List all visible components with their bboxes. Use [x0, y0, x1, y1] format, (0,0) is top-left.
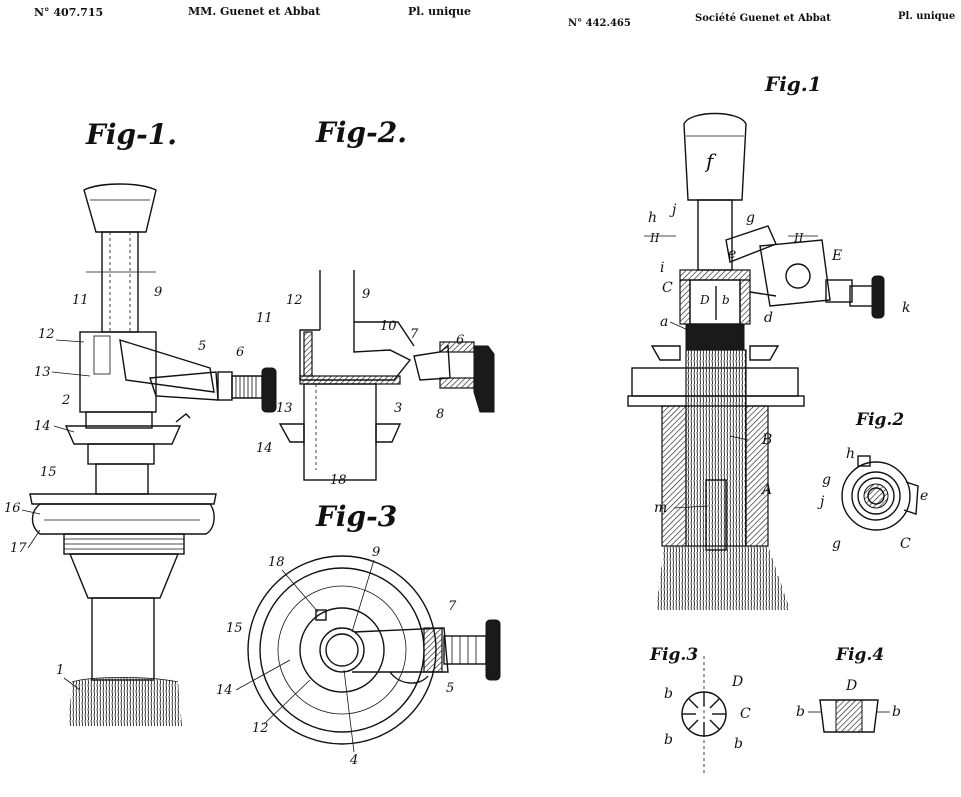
callout-j: j — [817, 494, 825, 510]
callout-h: h — [648, 210, 657, 226]
callout-12: 12 — [286, 293, 303, 308]
callout-f: f — [704, 149, 717, 173]
left-fig2-drawing — [280, 270, 494, 480]
callout-12: 12 — [38, 327, 55, 342]
callout-b-left: b — [796, 704, 805, 720]
callout-g: g — [822, 472, 831, 488]
left-fig1-callouts: 11 9 12 5 6 13 2 14 15 16 17 1 — [4, 285, 244, 690]
callout-II-left: II — [649, 231, 660, 245]
callout-C: C — [662, 280, 673, 296]
callout-a: a — [660, 314, 668, 330]
callout-9: 9 — [372, 545, 380, 560]
callout-11: 11 — [256, 311, 273, 326]
callout-D: D — [845, 678, 857, 694]
callout-5: 5 — [198, 339, 206, 354]
callout-b: b — [722, 293, 730, 307]
right-fig3-drawing — [682, 656, 726, 776]
right-fig2-drawing — [842, 456, 918, 530]
callout-15: 15 — [40, 465, 57, 480]
callout-b: b — [664, 686, 673, 702]
callout-6: 6 — [236, 345, 244, 360]
callout-e: e — [728, 246, 736, 262]
callout-4: 4 — [349, 753, 358, 768]
callout-16: 16 — [4, 501, 21, 516]
callout-A: A — [760, 482, 772, 498]
callout-7: 7 — [410, 327, 419, 342]
right-fig1-drawing — [628, 114, 884, 611]
callout-m: m — [654, 500, 667, 516]
callout-B: B — [761, 432, 772, 448]
callout-11: 11 — [72, 293, 89, 308]
callout-E: E — [831, 248, 842, 264]
callout-3: 3 — [394, 401, 402, 416]
callout-9: 9 — [154, 285, 162, 300]
callout-13: 13 — [34, 365, 51, 380]
callout-C: C — [900, 536, 911, 552]
callout-C: C — [740, 706, 751, 722]
callout-13: 13 — [276, 401, 293, 416]
callout-17: 17 — [10, 541, 27, 556]
callout-i: i — [660, 260, 664, 276]
callout-h: h — [846, 446, 855, 462]
callout-18: 18 — [330, 473, 347, 488]
left-fig3-drawing — [248, 556, 500, 744]
callout-D: D — [699, 293, 710, 307]
left-fig3-callouts: 18 9 15 7 14 5 12 4 — [216, 545, 457, 768]
callout-j: j — [669, 202, 677, 218]
callout-e: e — [920, 488, 928, 504]
callout-b-left: b — [664, 732, 673, 748]
callout-6: 6 — [456, 333, 464, 348]
callout-7: 7 — [448, 599, 457, 614]
callout-g-lower: g — [832, 536, 841, 552]
callout-d: d — [764, 310, 773, 326]
callout-5: 5 — [446, 681, 454, 696]
callout-D: D — [731, 674, 743, 690]
callout-14: 14 — [216, 683, 233, 698]
callout-b-right: b — [734, 736, 743, 752]
right-fig3-callouts: b D C b b — [664, 674, 751, 752]
callout-18: 18 — [268, 555, 285, 570]
callout-2: 2 — [61, 393, 70, 408]
callout-10: 10 — [380, 319, 397, 334]
callout-1: 1 — [56, 663, 64, 678]
callout-g: g — [746, 210, 755, 226]
callout-15: 15 — [226, 621, 243, 636]
callout-12: 12 — [252, 721, 269, 736]
callout-k: k — [902, 300, 910, 316]
callout-14: 14 — [34, 419, 51, 434]
callout-9: 9 — [362, 287, 370, 302]
right-fig4-drawing — [808, 700, 890, 732]
callout-14: 14 — [256, 441, 273, 456]
callout-8: 8 — [436, 407, 444, 422]
callout-II-right: II — [793, 231, 804, 245]
left-fig2-callouts: 12 9 11 10 7 6 13 3 8 14 18 — [256, 287, 464, 488]
callout-b-right: b — [892, 704, 901, 720]
left-fig1-drawing — [30, 184, 276, 726]
